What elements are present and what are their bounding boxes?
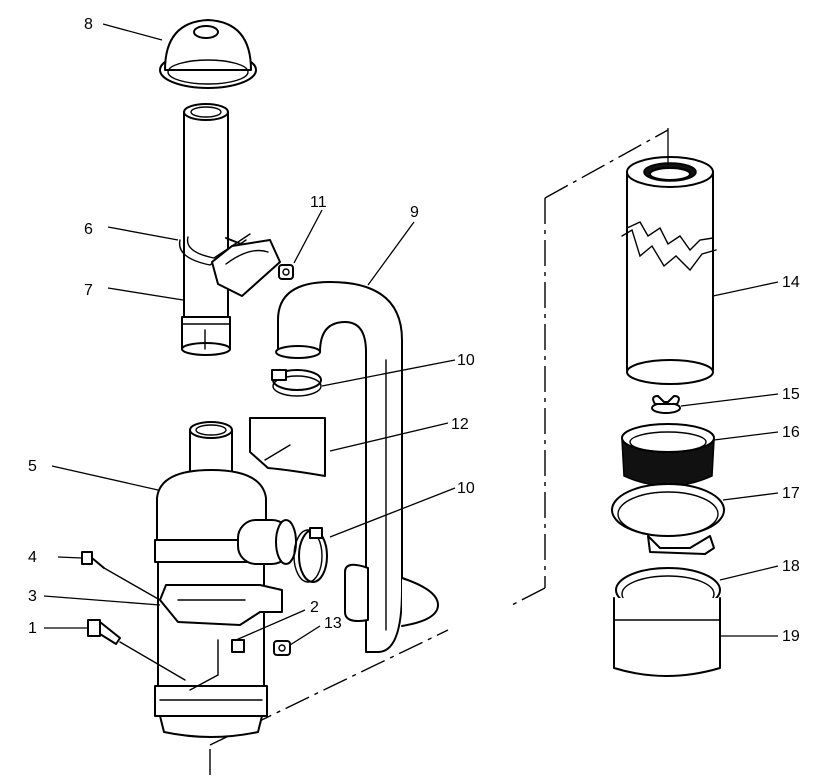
callout-18: 18 [782,558,800,575]
callout-12: 12 [451,416,469,433]
leader-lines [43,23,779,646]
callout-14: 14 [782,274,800,291]
part-5-air-cleaner-body [154,421,297,738]
callout-19: 19 [782,628,800,645]
part-19-dust-cup [613,597,721,677]
callout-16: 16 [782,424,800,441]
callout-15: 15 [782,386,800,403]
part-8-rain-cap [159,19,257,89]
part-16-sealing-sleeve [621,423,715,487]
part-3-mounting-band [159,584,283,691]
callout-4: 4 [28,549,37,566]
part-10-hose-clamp-lower [293,527,328,583]
callout-13: 13 [324,615,342,632]
callout-2: 2 [310,599,319,616]
callout-8: 8 [84,16,93,33]
callout-5: 5 [28,458,37,475]
callout-9: 9 [410,204,419,221]
callout-17: 17 [782,485,800,502]
part-13-nut [273,640,291,656]
part-9-j-pipe [275,281,439,653]
callout-6: 6 [84,221,93,238]
part-7-inlet-tube [181,103,231,356]
part-10-hose-clamp-upper [271,369,322,397]
part-15-wing-nut [651,395,681,414]
callout-3: 3 [28,588,37,605]
part-4-bolt [81,551,161,601]
part-14-filter-element [621,156,717,385]
callout-labels: 8 6 7 11 9 10 12 5 10 4 3 2 1 13 14 15 1… [28,16,800,645]
part-17-band-clamp [611,483,725,555]
part-6-u-bolt [178,233,281,297]
callout-7: 7 [84,282,93,299]
callout-1: 1 [28,620,37,637]
part-12-shield [249,417,326,477]
callout-10-lower: 10 [457,480,475,497]
part-11-nut [278,264,294,280]
callout-10-upper: 10 [457,352,475,369]
callout-11: 11 [310,194,327,211]
